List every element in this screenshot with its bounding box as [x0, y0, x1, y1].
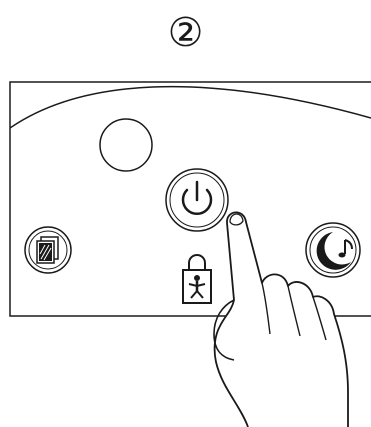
- sleep-music-button[interactable]: [306, 223, 360, 277]
- light-pattern-icon: [37, 237, 58, 263]
- power-button[interactable]: [166, 169, 228, 231]
- light-toggle-button[interactable]: [25, 227, 71, 273]
- blank-round-button[interactable]: [100, 119, 152, 171]
